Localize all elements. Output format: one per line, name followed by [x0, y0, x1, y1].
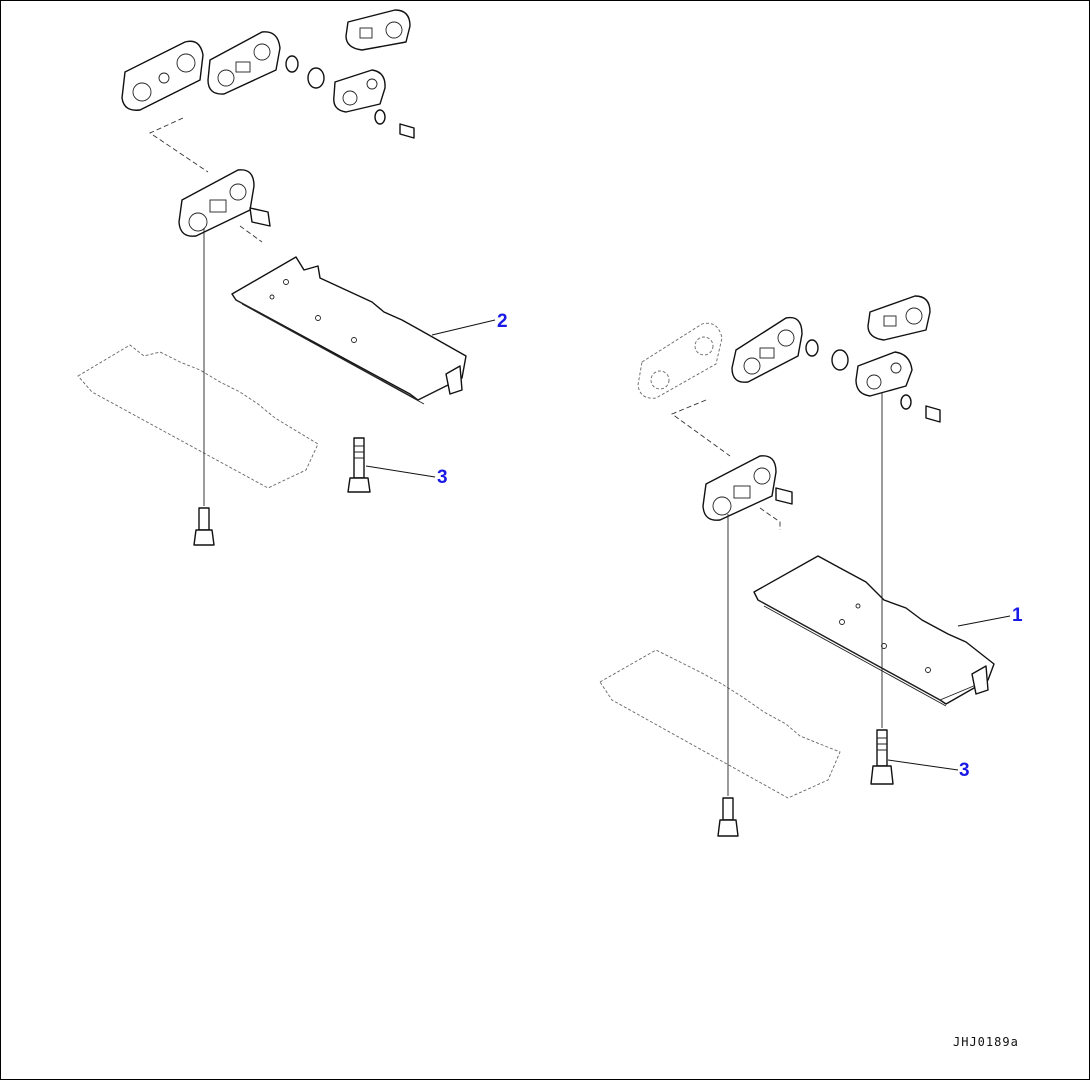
leader-3a — [365, 465, 436, 478]
left-link-with-bushing — [333, 69, 386, 113]
callout-3-right: 3 — [959, 760, 970, 781]
left-bolt-lower — [193, 507, 215, 546]
right-master-link-top — [867, 295, 931, 341]
left-track-link-lower — [178, 169, 255, 237]
left-assembly — [77, 9, 496, 546]
bolt-3-right — [870, 729, 894, 785]
bolt-3-left — [347, 437, 371, 493]
right-bolt-lower — [717, 797, 739, 837]
left-master-link-top — [345, 9, 411, 51]
left-seal-rings — [285, 55, 325, 89]
left-pin-ring — [374, 109, 386, 125]
left-track-link-right — [207, 31, 281, 95]
leader-1 — [957, 615, 1011, 627]
right-pin-ring — [900, 394, 912, 410]
left-nut — [249, 207, 271, 227]
leader-2 — [431, 319, 496, 336]
left-pin — [399, 123, 415, 139]
right-nut — [775, 487, 793, 505]
callout-2: 2 — [497, 311, 508, 332]
leader-3b — [887, 759, 959, 771]
left-track-link-left — [121, 40, 204, 111]
left-ghost-shoe — [77, 344, 319, 489]
right-ghost-shoe — [599, 649, 841, 799]
right-link-with-bushing — [855, 351, 913, 397]
callout-3-left: 3 — [437, 467, 448, 488]
right-track-link-right — [731, 316, 803, 383]
right-seal-rings — [805, 339, 849, 371]
track-shoe-1 — [753, 555, 995, 707]
right-pin — [925, 405, 941, 423]
right-track-link-lower — [702, 455, 777, 521]
callout-1: 1 — [1012, 605, 1023, 626]
track-shoe-2 — [231, 256, 467, 405]
right-assembly — [599, 295, 1011, 837]
right-track-link-left — [637, 322, 723, 399]
drawing-code: JHJ0189a — [953, 1035, 1019, 1049]
